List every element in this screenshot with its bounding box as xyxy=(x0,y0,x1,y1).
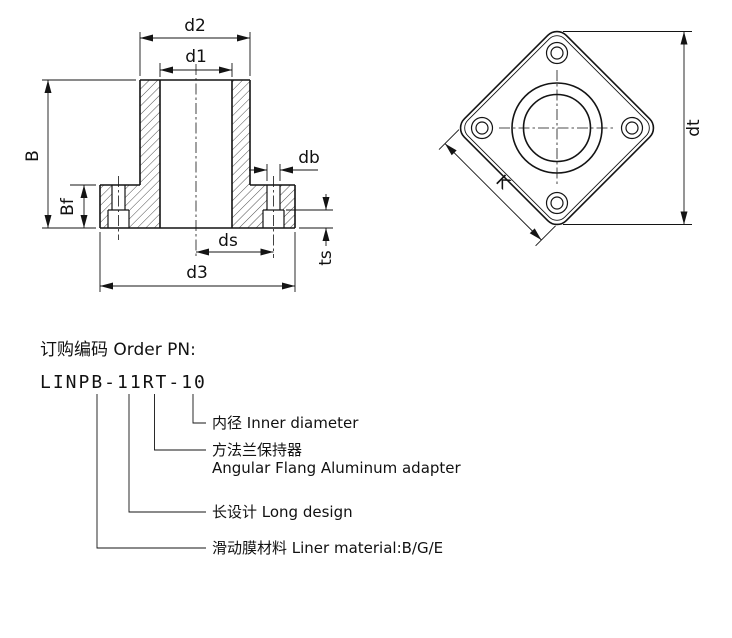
dim-d3: d3 xyxy=(99,232,296,292)
leader-long-design xyxy=(128,394,206,513)
leader-liner-material xyxy=(96,394,206,549)
dim-label-dt: dt xyxy=(684,119,704,137)
order-heading: 订购编码 Order PN: xyxy=(40,340,196,360)
order-code: LINPB-11RT-10 xyxy=(40,372,207,393)
section-view: d2 d1 B Bf db ds xyxy=(23,16,336,292)
dim-label-d2: d2 xyxy=(184,16,206,36)
dim-d2: d2 xyxy=(139,16,251,76)
dim-label-d1: d1 xyxy=(185,47,207,67)
label-flange-adapter: 方法兰保持器 xyxy=(212,441,302,459)
label-flange-adapter-en: Angular Flang Aluminum adapter xyxy=(212,459,462,477)
dim-label-Bf: Bf xyxy=(58,197,78,216)
dim-Bf: Bf xyxy=(58,184,96,228)
dim-dt: dt xyxy=(563,31,704,225)
centerlines xyxy=(118,64,274,258)
dim-label-ds: ds xyxy=(218,231,238,251)
dim-label-db: db xyxy=(298,148,320,168)
bolt-hole-top xyxy=(545,41,569,65)
dim-label-ts: ts xyxy=(316,250,336,266)
dim-ts: ts xyxy=(286,194,336,266)
label-inner-diameter: 内径 Inner diameter xyxy=(212,414,359,432)
flange-inner-outline xyxy=(464,35,650,221)
front-view: K dt xyxy=(438,30,704,247)
dim-db: db xyxy=(249,148,320,181)
hatched-right-wall xyxy=(232,80,295,228)
bolt-hole-right xyxy=(620,116,644,140)
section-outline xyxy=(99,79,296,229)
dim-label-B: B xyxy=(23,150,43,162)
label-long-design: 长设计 Long design xyxy=(212,503,353,521)
leader-inner-diameter xyxy=(192,394,206,424)
bore-centerlines xyxy=(499,70,615,186)
dim-K: K xyxy=(438,129,556,247)
hatched-left-wall xyxy=(100,80,160,228)
order-pn-section: 订购编码 Order PN: LINPB-11RT-10 内径 Inner di… xyxy=(40,340,462,557)
leader-flange-adapter xyxy=(154,394,206,451)
dim-ds: ds xyxy=(196,231,274,256)
bolt-hole-bottom xyxy=(545,191,569,215)
flange-outer-outline xyxy=(459,30,655,226)
dim-B: B xyxy=(23,79,136,229)
bolt-hole-left xyxy=(470,116,494,140)
label-liner-material: 滑动膜材料 Liner material:B/G/E xyxy=(212,539,443,557)
dim-d1: d1 xyxy=(159,47,233,77)
dim-label-d3: d3 xyxy=(186,263,208,283)
